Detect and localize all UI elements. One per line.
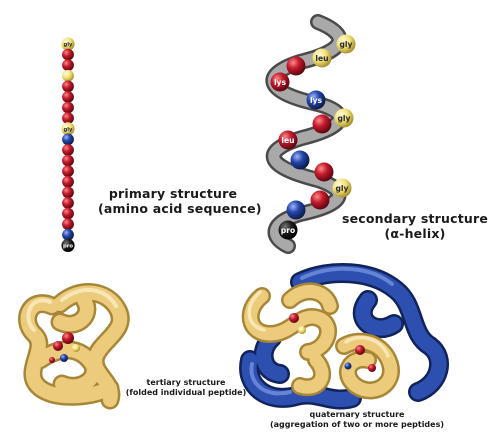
- residue-bead: [290, 150, 310, 170]
- residue-label: gly: [63, 42, 73, 48]
- residue-bead: [332, 178, 352, 198]
- residue-label: gly: [336, 184, 349, 193]
- residue-bead: [310, 190, 330, 210]
- residue-bead: [312, 114, 332, 134]
- primary-residue: [62, 59, 74, 72]
- residue-bead: [286, 200, 306, 220]
- residue-label: leu: [281, 136, 294, 145]
- primary-residue: [62, 48, 74, 61]
- primary-residue: [62, 101, 74, 114]
- primary-residue: [62, 175, 74, 188]
- primary-residue: gly: [61, 37, 75, 51]
- primary-residue: [62, 154, 74, 167]
- residue-label: gly: [63, 127, 73, 133]
- residue-bead: [61, 37, 75, 51]
- residue-bead: [286, 56, 306, 76]
- residue-bead: [278, 220, 298, 240]
- residue-bead: [61, 122, 75, 136]
- residue-bead: [334, 108, 354, 128]
- secondary-caption: secondary structure (α-helix): [340, 211, 490, 241]
- helix-residue: gly: [332, 178, 352, 198]
- residue-bead: [270, 72, 290, 92]
- residue-label: lys: [310, 96, 323, 105]
- primary-subtitle: (amino acid sequence): [98, 201, 262, 216]
- residue-bead: [312, 48, 332, 68]
- residue-bead: [306, 90, 326, 110]
- residue-bead: [62, 48, 74, 61]
- residue-bead: [61, 238, 75, 252]
- residue-label: pro: [63, 244, 73, 250]
- tertiary-title: tertiary structure: [146, 378, 226, 387]
- residue-bead: [62, 165, 74, 178]
- residue-bead: [62, 197, 74, 209]
- primary-residue: [62, 218, 74, 231]
- helix-residue: leu: [312, 48, 332, 68]
- secondary-subtitle: (α-helix): [384, 226, 446, 241]
- secondary-title: secondary structure: [341, 211, 489, 226]
- primary-structure-chain: gly gly pro: [61, 28, 75, 254]
- residue-bead: [62, 112, 74, 125]
- residue-bead: [314, 162, 334, 182]
- residue-bead: [278, 130, 298, 150]
- tertiary-caption: tertiary structure (folded individual pe…: [116, 378, 256, 398]
- primary-residue: [62, 144, 74, 156]
- residue-label: lys: [274, 78, 287, 87]
- residue-label: gly: [340, 40, 353, 49]
- helix-residues: gly leu lys lys gly leu gly pro: [270, 34, 356, 240]
- helix-residue: [286, 200, 306, 220]
- helix-residue: gly: [336, 34, 356, 54]
- primary-residues: gly gly pro: [61, 37, 75, 252]
- quaternary-structure-complex: [239, 263, 449, 410]
- residue-bead: [62, 186, 74, 199]
- primary-residue: [62, 197, 74, 209]
- residue-label: leu: [315, 54, 328, 63]
- quaternary-title: quaternary structure: [309, 410, 405, 419]
- helix-residue: leu: [278, 130, 298, 150]
- residue-bead: [62, 175, 74, 188]
- primary-residue: [62, 165, 74, 178]
- helix-residue: pro: [278, 220, 298, 240]
- quaternary-caption: quaternary structure (aggregation of two…: [262, 410, 452, 430]
- primary-caption: primary structure (amino acid sequence): [98, 186, 262, 216]
- tertiary-subtitle: (folded individual peptide): [125, 388, 247, 397]
- primary-residue: [62, 186, 74, 199]
- residue-bead: [62, 59, 74, 72]
- helix-residue: [314, 162, 334, 182]
- residue-bead: [62, 228, 74, 241]
- tertiary-structure-fold: [18, 283, 130, 410]
- primary-residue: [62, 69, 74, 82]
- primary-residue: [62, 133, 74, 146]
- residue-bead: [62, 91, 74, 103]
- primary-residue: [62, 91, 74, 103]
- primary-title: primary structure: [108, 186, 238, 201]
- residue-bead: [62, 207, 74, 220]
- quaternary-subtitle: (aggregation of two or more peptides): [269, 420, 445, 429]
- helix-residue: [286, 56, 306, 76]
- helix-residue: [310, 190, 330, 210]
- residue-bead: [62, 144, 74, 156]
- residue-bead: [62, 218, 74, 231]
- residue-bead: [62, 154, 74, 167]
- helix-residue: gly: [334, 108, 354, 128]
- primary-residue: [62, 228, 74, 241]
- residue-bead: [62, 133, 74, 146]
- primary-residue: [62, 207, 74, 220]
- primary-residue: pro: [61, 238, 75, 252]
- residue-bead: [62, 69, 74, 82]
- helix-residue: [312, 114, 332, 134]
- helix-residue: [290, 150, 310, 170]
- primary-residue: [62, 112, 74, 125]
- residue-bead: [336, 34, 356, 54]
- helix-residue: lys: [270, 72, 290, 92]
- primary-residue: [62, 80, 74, 93]
- secondary-structure-helix: gly leu lys lys gly leu gly pro: [265, 14, 356, 254]
- residue-bead: [62, 101, 74, 114]
- residue-label: gly: [338, 114, 351, 123]
- helix-residue: lys: [306, 90, 326, 110]
- residue-label: pro: [281, 226, 295, 235]
- residue-bead: [62, 80, 74, 93]
- primary-residue: gly: [61, 122, 75, 136]
